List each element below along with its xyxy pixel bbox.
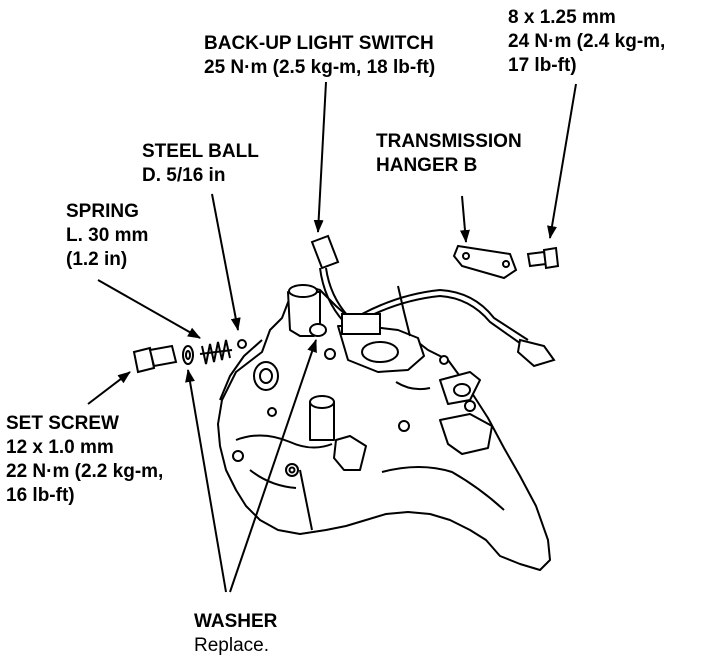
hanger-arrow [459,195,470,243]
hanger-label: TRANSMISSION HANGER B [376,130,522,178]
set-screw-name: SET SCREW [6,413,119,434]
leader-arrows [87,81,577,593]
transmission-case [217,284,551,571]
set-screw-arrow [87,371,131,405]
spring [199,339,233,365]
steel-ball-name: STEEL BALL [142,141,259,162]
backup-light-switch-name: BACK-UP LIGHT SWITCH [204,33,434,54]
hanger-label-line1: TRANSMISSION [376,131,522,152]
bolt-label: 8 x 1.25 mm 24 N·m (2.4 kg-m, 17 lb-ft) [508,6,665,78]
bolt-torque-lbft: 17 lb-ft) [508,55,577,76]
backup-switch-arrow [313,81,327,233]
spring-arrow [97,279,201,339]
washer [182,345,194,365]
set-screw [132,344,178,374]
bolt-size: 8 x 1.25 mm [508,7,616,28]
hanger-label-line2: HANGER B [376,155,478,176]
steel-ball-arrow [211,193,241,331]
bolt-torque: 24 N·m (2.4 kg-m, [508,31,666,52]
washer-arrow-left [185,369,227,593]
steel-ball [237,339,247,349]
set-screw-torque: 22 N·m (2.2 kg-m, [6,461,164,482]
set-screw-label: SET SCREW 12 x 1.0 mm 22 N·m (2.2 kg-m, … [6,412,163,508]
backup-light-switch [310,234,556,368]
spring-label: SPRING L. 30 mm (1.2 in) [66,200,148,272]
washer-note: Replace. [194,635,269,656]
set-screw-size: 12 x 1.0 mm [6,437,114,458]
steel-ball-label: STEEL BALL D. 5/16 in [142,140,259,188]
switch-washer [309,323,327,337]
spring-length-in: (1.2 in) [66,249,128,270]
spring-name: SPRING [66,201,139,222]
hanger-bolt [526,246,560,270]
backup-light-switch-torque: 25 N·m (2.5 kg-m, 18 lb-ft) [204,57,436,78]
backup-light-switch-label: BACK-UP LIGHT SWITCH 25 N·m (2.5 kg-m, 1… [204,32,435,80]
hanger-b [452,244,518,280]
spring-length: L. 30 mm [66,225,149,246]
set-screw-torque-lbft: 16 lb-ft) [6,485,75,506]
washer-name: WASHER [194,611,278,632]
steel-ball-spec: D. 5/16 in [142,165,226,186]
washer-label: WASHER Replace. [194,610,277,658]
washer-arrow-right [229,339,317,593]
bolt-arrow [547,83,577,239]
